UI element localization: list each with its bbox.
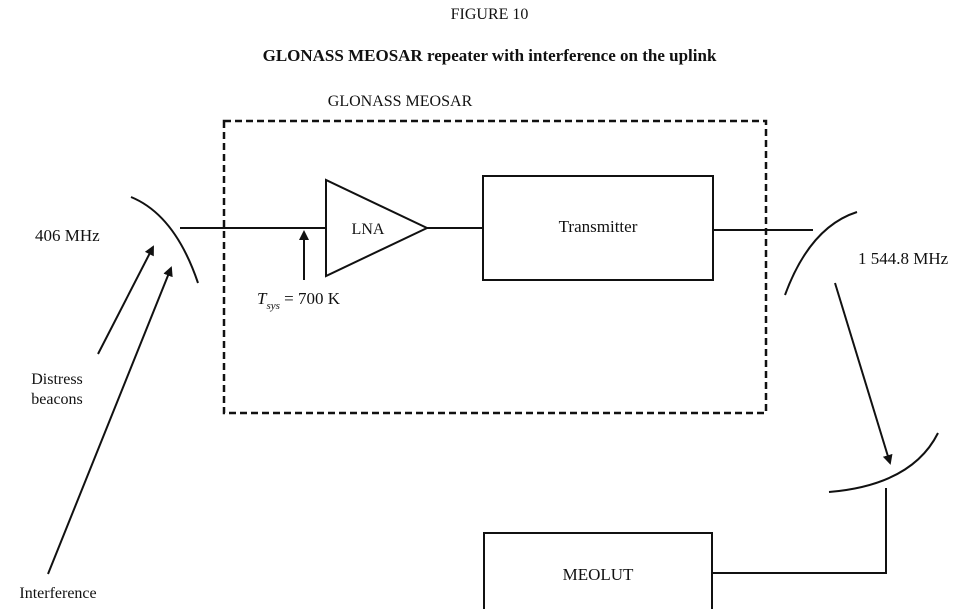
- downlink-frequency-label: 1 544.8 MHz: [858, 249, 949, 268]
- figure-number: FIGURE 10: [450, 6, 529, 23]
- uplink-frequency-label: 406 MHz: [35, 226, 100, 245]
- ground-signal-line: [712, 488, 887, 574]
- downlink-arrow: [834, 282, 893, 465]
- satellite-label: GLONASS MEOSAR: [328, 93, 473, 110]
- distress-beacons-arrow: [97, 245, 154, 355]
- transmitter-box: [482, 175, 714, 281]
- transmit-antenna: [784, 211, 858, 296]
- tsys-symbol: T: [257, 289, 268, 308]
- lna-amplifier: [325, 178, 430, 278]
- distress-label-line1: Distress: [31, 371, 83, 388]
- tsys-value: = 700 K: [280, 289, 341, 308]
- ground-antenna: [828, 432, 939, 493]
- figure-title: GLONASS MEOSAR repeater with interferenc…: [262, 46, 717, 65]
- tsys-subscript: sys: [266, 300, 279, 312]
- lna-label: LNA: [352, 221, 385, 238]
- satellite-boundary: [222, 119, 768, 415]
- interference-label: Interference: [19, 585, 96, 602]
- receive-antenna: [130, 196, 199, 284]
- meolut-box: [483, 532, 713, 609]
- interference-arrow: [47, 266, 173, 575]
- distress-label-line2: beacons: [31, 391, 83, 408]
- tsys-label: Tsys = 700 K: [257, 289, 341, 312]
- meolut-label: MEOLUT: [563, 565, 634, 584]
- transmitter-label: Transmitter: [559, 217, 638, 236]
